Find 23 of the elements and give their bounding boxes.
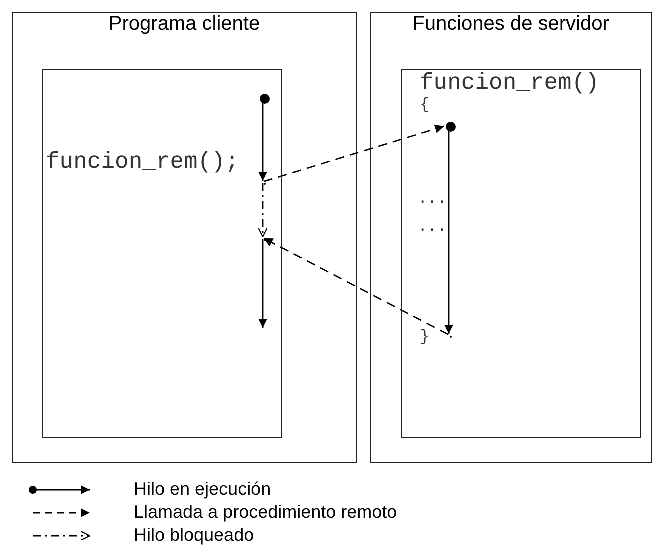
code-line: { [420, 97, 430, 115]
code-line: funcion_rem(); [46, 150, 240, 176]
legend-label: Hilo en ejecución [134, 479, 272, 500]
code-line: ... [418, 191, 447, 209]
process-box [370, 12, 652, 463]
code-box [42, 69, 282, 438]
arrow [258, 239, 268, 328]
code-line: } [420, 329, 430, 347]
process-box [12, 12, 357, 463]
thread-start-dot [260, 94, 270, 104]
arrow [264, 124, 444, 182]
arrow [258, 102, 268, 181]
arrow [258, 183, 268, 238]
legend-label: Llamada a procedimiento remoto [134, 502, 398, 523]
thread-start-dot [446, 122, 456, 132]
code-box [401, 69, 641, 438]
box-title: Funciones de servidor [412, 13, 610, 36]
code-line: ... [418, 219, 447, 237]
box-title: Programa cliente [108, 13, 262, 36]
arrow [264, 238, 448, 336]
legend-label: Hilo bloqueado [134, 525, 254, 546]
code-line: funcion_rem() [420, 71, 600, 96]
arrow [444, 130, 454, 334]
